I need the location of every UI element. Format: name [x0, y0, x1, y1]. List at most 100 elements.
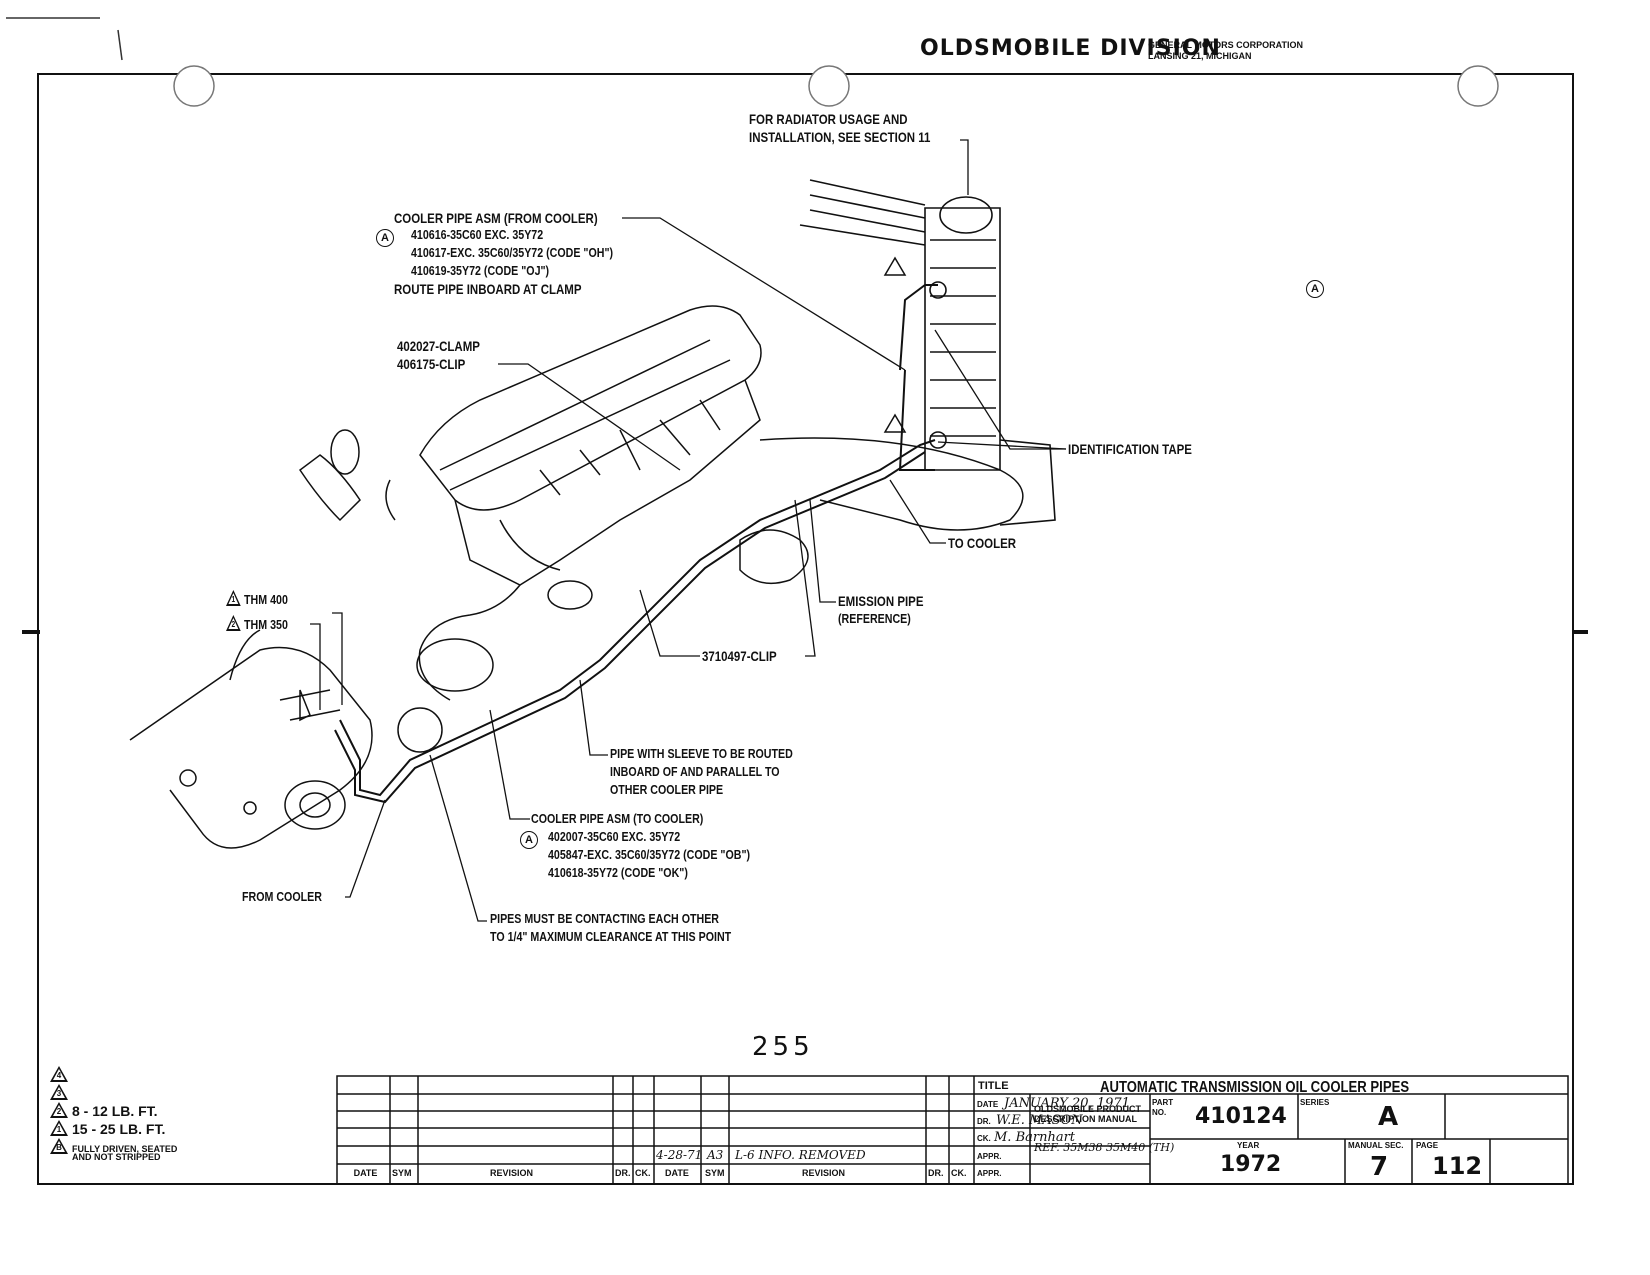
rev-header-dr: DR. [615, 1168, 631, 1178]
page-value: 112 [1432, 1152, 1483, 1180]
clip-part: 406175-CLIP [397, 356, 466, 372]
identification-tape-label: IDENTIFICATION TAPE [1068, 441, 1192, 457]
emission-pipe-label: EMISSION PIPE (REFERENCE) [838, 592, 923, 628]
warning-triangle-icon: 2 [50, 1102, 68, 1118]
revision-sym: A3 [707, 1148, 724, 1162]
transmission-illustration [129, 629, 373, 849]
cooler-from-marker: A [376, 228, 394, 247]
sleeve-line: INBOARD OF AND PARALLEL TO [610, 764, 780, 779]
rev-header-revision-2: REVISION [802, 1168, 846, 1178]
cooler-pipe-from-callout: COOLER PIPE ASM (FROM COOLER) [394, 209, 598, 227]
rev-header-revision: REVISION [490, 1168, 534, 1178]
part-line: 410616-35C60 EXC. 35Y72 [411, 227, 544, 242]
rev-header-ck: CK. [635, 1168, 651, 1178]
punch-hole-left [173, 65, 215, 107]
variant-a-marker: A [520, 831, 538, 849]
series-label: SERIES [1300, 1098, 1330, 1107]
to-cooler-label: TO COOLER [948, 535, 1017, 551]
series-value: A [1378, 1102, 1399, 1132]
manual-line2: DESCRIPTION MANUAL [1034, 1114, 1137, 1124]
drawing-title: AUTOMATIC TRANSMISSION OIL COOLER PIPES [1100, 1079, 1410, 1096]
approver-label: APPR. [977, 1152, 1002, 1161]
contact-note: PIPES MUST BE CONTACTING EACH OTHER TO 1… [490, 910, 731, 946]
legend-text: 15 - 25 LB. FT. [72, 1121, 166, 1137]
reference-models: REF. 35M38 35M40 (TH) [1034, 1141, 1175, 1154]
drafter-label: DR. [977, 1117, 991, 1126]
contact-line1: PIPES MUST BE CONTACTING EACH OTHER [490, 911, 720, 926]
warning-triangle-icon: 2 [226, 615, 241, 631]
cooler-pipe-to-callout: COOLER PIPE ASM (TO COOLER) [531, 811, 704, 826]
manual-name: OLDSMOBILE PRODUCT DESCRIPTION MANUAL [1034, 1104, 1141, 1124]
emission-line2: (REFERENCE) [838, 611, 911, 626]
section-marker: A [1306, 279, 1324, 298]
part-line: 405847-EXC. 35C60/35Y72 (CODE "OB") [548, 847, 751, 862]
part-line: 402007-35C60 EXC. 35Y72 [548, 829, 681, 844]
cooler-from-parts: 410616-35C60 EXC. 35Y72 410617-EXC. 35C6… [411, 226, 613, 280]
sleeve-line: PIPE WITH SLEEVE TO BE ROUTED [610, 746, 793, 761]
warning-triangle-icon: B [50, 1138, 68, 1154]
legend-item: 3 [50, 1084, 177, 1102]
year-value: 1972 [1220, 1152, 1282, 1177]
part-line: 410618-35Y72 (CODE "OK") [548, 865, 688, 880]
emission-line1: EMISSION PIPE [838, 593, 924, 609]
warning-triangle-icon: 1 [226, 590, 241, 606]
from-cooler-label: FROM COOLER [242, 889, 322, 904]
rev-header-date: DATE [353, 1168, 378, 1178]
warning-triangle-icon: 1 [50, 1120, 68, 1136]
cooler-from-title: COOLER PIPE ASM (FROM COOLER) [394, 210, 598, 226]
cooler-to-marker: A [520, 830, 538, 849]
drawing-date: JANUARY 20, 1971 [1004, 1096, 1130, 1111]
punch-hole-center [808, 65, 850, 107]
checker-label: CK. [977, 1134, 991, 1143]
legend-text: FULLY DRIVEN, SEATED [72, 1144, 178, 1154]
part-no-label: PART NO. [1152, 1098, 1174, 1117]
title-block-grid [336, 1075, 1569, 1185]
warning-triangle-icon: 3 [50, 1084, 68, 1100]
clamp-part: 402027-CLAMP [397, 338, 480, 354]
revision-date: 4-28-71 [656, 1148, 703, 1162]
rev-header-date-2: DATE [665, 1168, 689, 1178]
section-a-marker: A [1306, 280, 1324, 298]
radiator-note: FOR RADIATOR USAGE AND INSTALLATION, SEE… [749, 110, 930, 146]
warning-triangle-icon: 4 [50, 1066, 68, 1082]
rev-header-dr-2: DR. [928, 1168, 944, 1178]
rev-header-sym: SYM [392, 1168, 412, 1178]
corp-address: GENERAL MOTORS CORPORATION LANSING 21, M… [1148, 40, 1303, 62]
drafter-name: W.E. MASON [996, 1113, 1083, 1128]
manual-sec-value: 7 [1370, 1152, 1389, 1182]
thm350-text: THM 350 [244, 617, 288, 632]
cooler-to-parts: 402007-35C60 EXC. 35Y72 405847-EXC. 35C6… [548, 828, 750, 882]
date-label: DATE [977, 1100, 999, 1109]
clamp-callout: 402027-CLAMP 406175-CLIP [397, 337, 480, 373]
radiator-note-line1: FOR RADIATOR USAGE AND [749, 111, 908, 127]
part-line: 410619-35Y72 (CODE "OJ") [411, 263, 550, 278]
year-label: YEAR [1237, 1141, 1260, 1150]
corp-name: GENERAL MOTORS CORPORATION [1148, 40, 1304, 50]
legend-item: B FULLY DRIVEN, SEATED [50, 1138, 178, 1154]
clip-label: 3710497-CLIP [702, 648, 777, 664]
radiator-note-line2: INSTALLATION, SEE SECTION 11 [749, 129, 931, 145]
sleeve-note: PIPE WITH SLEEVE TO BE ROUTED INBOARD OF… [610, 745, 793, 799]
division-title: OLDSMOBILE DIVISION [920, 36, 1221, 61]
approver-label-2: APPR. [977, 1169, 1002, 1178]
thm400-text: THM 400 [244, 592, 288, 607]
revision-text: L-6 INFO. REMOVED [735, 1148, 866, 1162]
cooler-pipes [334, 284, 938, 804]
legend-text: 8 - 12 LB. FT. [72, 1103, 158, 1119]
page-number: 255 [752, 1032, 814, 1062]
rev-header-sym-2: SYM [705, 1168, 725, 1178]
page-label: PAGE [1416, 1141, 1439, 1150]
route-note: ROUTE PIPE INBOARD AT CLAMP [394, 281, 582, 297]
manual-line1: OLDSMOBILE PRODUCT [1034, 1104, 1141, 1114]
part-number: 410124 [1195, 1104, 1287, 1129]
legend-item: AND NOT STRIPPED [72, 1152, 161, 1162]
contact-line2: TO 1/4" MAXIMUM CLEARANCE AT THIS POINT [490, 929, 732, 944]
rev-header-ck-2: CK. [951, 1168, 967, 1178]
part-line: 410617-EXC. 35C60/35Y72 (CODE "OH") [411, 245, 614, 260]
